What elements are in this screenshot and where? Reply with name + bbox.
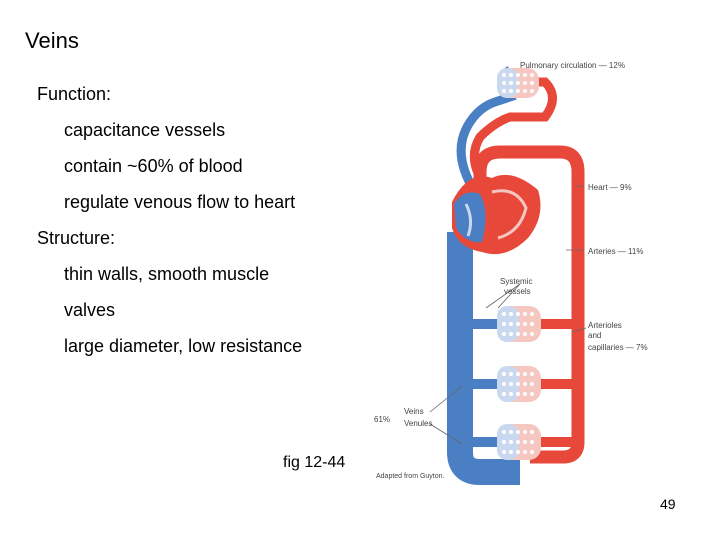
capillary-bed-1 <box>460 306 578 342</box>
pulmonary-artery <box>469 77 557 195</box>
structure-item: valves <box>64 300 116 320</box>
heart <box>452 174 541 255</box>
pulmonary-label: Pulmonary circulation — 12% <box>520 61 625 70</box>
credit-label: Adapted from Guyton. <box>376 473 445 480</box>
lung-capillaries <box>497 68 539 98</box>
arterioles-label: capillaries — 7% <box>588 343 648 352</box>
function-item: capacitance vessels <box>64 120 226 140</box>
function-heading: Function: <box>37 84 112 104</box>
vena-cava <box>447 232 520 485</box>
circulation-diagram: Pulmonary circulation — 12% Heart — 9% A… <box>374 61 648 485</box>
arterioles-label: Arterioles <box>588 321 622 330</box>
figure-caption: fig 12-44 <box>283 454 346 471</box>
heart-label: Heart — 9% <box>588 183 632 192</box>
capillary-bed-2 <box>460 366 578 402</box>
structure-heading: Structure: <box>37 228 116 248</box>
veins-label: Veins <box>404 407 424 416</box>
systemic-label: Systemic <box>500 277 532 286</box>
systemic-label: vessels <box>504 287 531 296</box>
structure-item: large diameter, low resistance <box>64 336 303 356</box>
function-item: regulate venous flow to heart <box>64 192 296 212</box>
aorta-loop <box>473 145 585 464</box>
veins-percent-label: 61% <box>374 415 390 424</box>
capillary-bed-3 <box>460 424 578 460</box>
arteries-label: Arteries — 11% <box>588 247 643 256</box>
arterioles-label: and <box>588 331 601 340</box>
function-item: contain ~60% of blood <box>64 156 243 176</box>
page-number: 49 <box>660 496 676 512</box>
slide-title: Veins <box>25 28 79 53</box>
structure-item: thin walls, smooth muscle <box>64 264 270 284</box>
venules-label: Venules <box>404 419 432 428</box>
